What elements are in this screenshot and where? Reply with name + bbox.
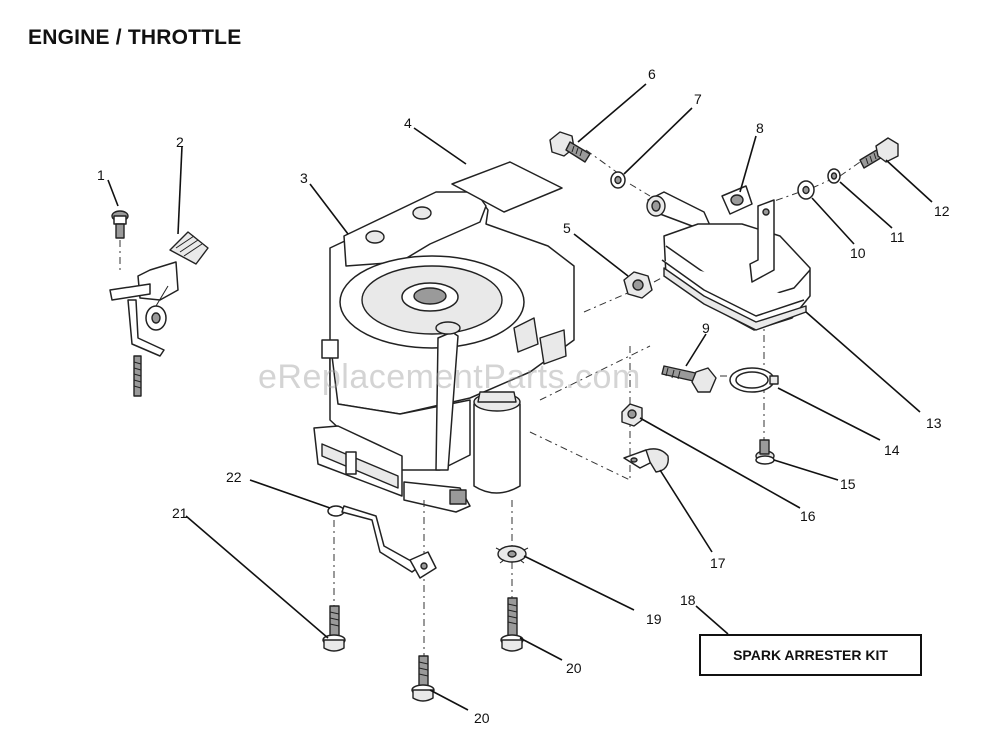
callout-3: 3	[300, 170, 308, 186]
callout-numbers: 1 2 3 4 5 6 7 8 9 10 11 12 13 14 15 16 1…	[97, 66, 950, 726]
part-12-bolt[interactable]	[859, 137, 899, 169]
callout-5: 5	[563, 220, 571, 236]
part-11-washer[interactable]	[827, 168, 841, 184]
part-8-gasket[interactable]	[721, 185, 753, 215]
callout-15: 15	[840, 476, 856, 492]
callout-14: 14	[884, 442, 900, 458]
callout-19: 19	[646, 611, 662, 627]
callout-20-lower: 20	[474, 710, 490, 726]
callout-4: 4	[404, 115, 412, 131]
part-22-strap[interactable]	[327, 505, 437, 579]
callout-1: 1	[97, 167, 105, 183]
part-4-decal[interactable]	[451, 161, 563, 213]
callout-6: 6	[648, 66, 656, 82]
part-7-washer[interactable]	[610, 171, 626, 189]
part-20-bolt-lower[interactable]	[411, 655, 435, 702]
callout-12: 12	[934, 203, 950, 219]
part-6-bolt[interactable]	[549, 131, 591, 163]
part-19-washer[interactable]	[495, 545, 529, 564]
spark-arrester-kit-box[interactable]: SPARK ARRESTER KIT	[699, 634, 922, 676]
part-14-clamp[interactable]	[729, 367, 779, 393]
callout-22: 22	[226, 469, 242, 485]
callout-16: 16	[800, 508, 816, 524]
callout-10: 10	[850, 245, 866, 261]
part-9-bolt[interactable]	[661, 365, 717, 393]
part-2-throttle-control[interactable]	[109, 231, 209, 397]
part-17-clip[interactable]	[623, 448, 669, 473]
part-3-engine[interactable]	[313, 191, 575, 513]
part-15-screw[interactable]	[755, 439, 775, 465]
part-16-nut[interactable]	[621, 403, 643, 427]
callout-13: 13	[926, 415, 942, 431]
part-10-washer[interactable]	[797, 180, 815, 200]
callout-11: 11	[890, 229, 905, 245]
diagram-title: ENGINE / THROTTLE	[28, 26, 242, 49]
callout-8: 8	[756, 120, 764, 136]
callout-18: 18	[680, 592, 696, 608]
part-21-bolt[interactable]	[322, 605, 346, 652]
part-20-bolt-upper[interactable]	[500, 597, 524, 652]
part-13-muffler[interactable]	[646, 191, 811, 331]
leader-lines	[107, 83, 933, 711]
spark-arrester-kit-label: SPARK ARRESTER KIT	[733, 647, 888, 663]
callout-17: 17	[710, 555, 726, 571]
part-5-nut[interactable]	[623, 271, 653, 299]
callout-21: 21	[172, 505, 188, 521]
callout-20-upper: 20	[566, 660, 582, 676]
part-1-bolt[interactable]	[111, 210, 129, 272]
callout-2: 2	[176, 134, 184, 150]
callout-7: 7	[694, 91, 702, 107]
callout-9: 9	[702, 320, 710, 336]
